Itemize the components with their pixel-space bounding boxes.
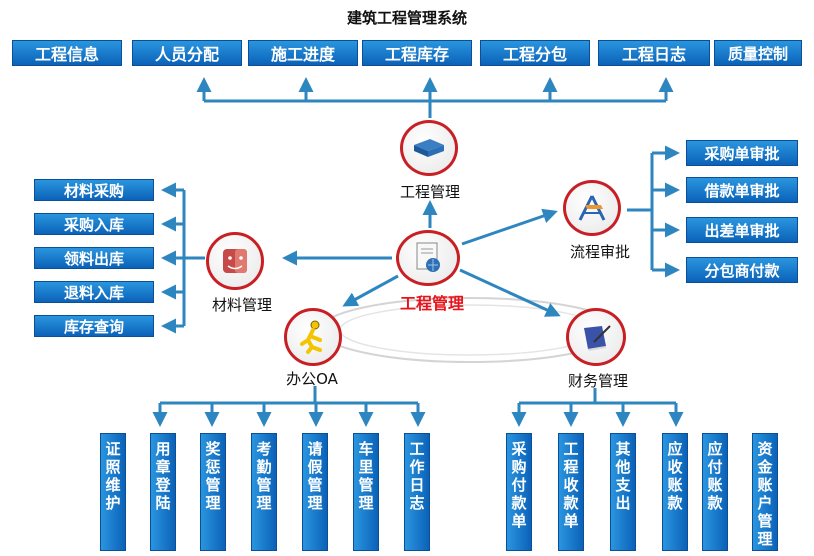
office-item-工作日志[interactable]: 工作日志 [404,433,430,551]
orbit-ring-inner [339,304,601,356]
office-item-车里管理[interactable]: 车里管理 [353,433,379,551]
node-label-center: 工程管理 [399,294,465,313]
book-pen-icon[interactable] [566,308,626,366]
module-人员分配[interactable]: 人员分配 [132,40,242,66]
module-施工进度[interactable]: 施工进度 [248,40,358,66]
node-label-workflow: 流程审批 [569,243,631,261]
finance-item-应付账款[interactable]: 应付账款 [702,433,728,551]
server-icon[interactable] [400,120,458,176]
finance-item-采购付款单[interactable]: 采购付款单 [506,433,532,551]
arrow-center-to-office [342,274,399,307]
finance-item-其他支出[interactable]: 其他支出 [610,433,636,551]
compass-tool-icon[interactable] [563,180,621,236]
finance-item-资金账户管理[interactable]: 资金账户管理 [752,433,778,551]
node-label-office: 办公OA [286,370,338,388]
office-item-请假管理[interactable]: 请假管理 [302,433,328,551]
finance-item-工程收款单[interactable]: 工程收款单 [558,433,584,551]
running-man-icon[interactable] [284,308,342,366]
material-item-领料出库[interactable]: 领料出库 [34,247,154,269]
material-item-材料采购[interactable]: 材料采购 [34,179,154,201]
workflow-item-借款单审批[interactable]: 借款单审批 [686,177,798,203]
office-item-用章登陆[interactable]: 用章登陆 [150,433,176,551]
module-质量控制[interactable]: 质量控制 [714,40,802,66]
office-item-考勤管理[interactable]: 考勤管理 [251,433,277,551]
arrow-center-to-finance [459,268,561,317]
workflow-item-分包商付款[interactable]: 分包商付款 [686,257,798,283]
workflow-item-采购单审批[interactable]: 采购单审批 [686,140,798,166]
node-label-material: 材料管理 [211,296,273,314]
office-item-奖惩管理[interactable]: 奖惩管理 [200,433,226,551]
module-工程信息[interactable]: 工程信息 [12,40,122,66]
finance-item-应收账款[interactable]: 应收账款 [662,433,688,551]
diagram-title: 建筑工程管理系统 [346,9,467,27]
document-globe-icon[interactable] [396,230,460,286]
module-工程库存[interactable]: 工程库存 [362,40,472,66]
node-label-engineering: 工程管理 [399,183,461,201]
material-item-退料入库[interactable]: 退料入库 [34,281,154,303]
workflow-item-出差单审批[interactable]: 出差单审批 [686,217,798,243]
module-工程日志[interactable]: 工程日志 [598,40,710,66]
arrow-center-to-workflow [461,208,558,246]
module-工程分包[interactable]: 工程分包 [480,40,590,66]
material-item-采购入库[interactable]: 采购入库 [34,213,154,235]
finder-icon[interactable] [206,232,264,290]
node-label-finance: 财务管理 [567,372,629,390]
office-item-证照维护[interactable]: 证照维护 [100,433,126,551]
material-item-库存查询[interactable]: 库存查询 [34,315,154,337]
